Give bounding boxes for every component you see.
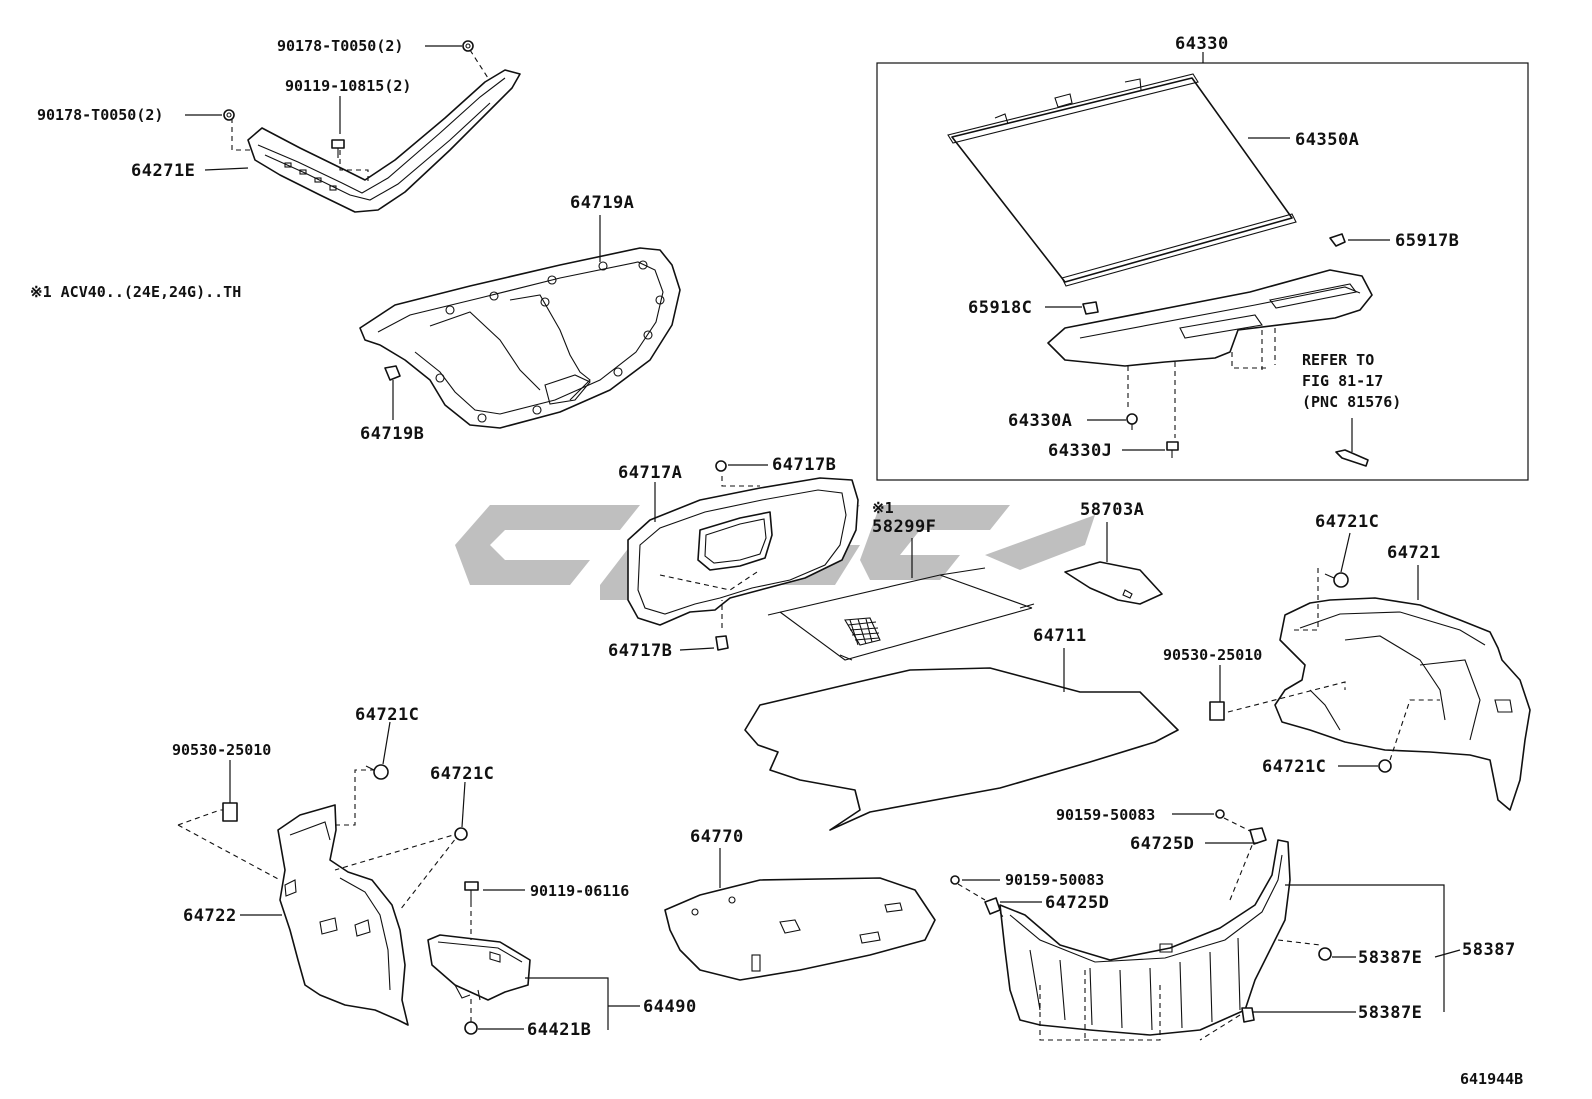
clip-64330a xyxy=(1126,413,1138,430)
part-64717a-rear-trim xyxy=(627,476,859,628)
part-64719a-luggage-lid-trim xyxy=(359,247,681,429)
part-64271e-lid-weatherstrip xyxy=(231,49,521,213)
part-64350a-roller-shade xyxy=(947,73,1297,287)
label-64350a: 64350A xyxy=(1295,130,1359,150)
clip-90530-left xyxy=(222,802,238,822)
label-58299f: 58299F xyxy=(872,517,936,537)
label-64490: 64490 xyxy=(643,997,697,1017)
label-64721c-right-bot: 64721C xyxy=(1262,757,1326,777)
clip-64725d-a xyxy=(1249,827,1267,845)
clip-90178-left xyxy=(223,109,235,121)
part-package-tray-board xyxy=(1047,269,1373,438)
part-refer-clip xyxy=(1335,449,1369,467)
label-64330j: 64330J xyxy=(1048,441,1112,461)
clip-64330j xyxy=(1166,441,1179,458)
label-64330: 64330 xyxy=(1175,34,1229,54)
label-90530-right: 90530-25010 xyxy=(1163,646,1262,664)
clip-64725d-b xyxy=(984,897,1001,915)
screw-90119-10815 xyxy=(331,139,345,158)
clip-58387e-a xyxy=(1318,947,1332,961)
label-65918c: 65918C xyxy=(968,298,1032,318)
clip-90530-right xyxy=(1209,701,1225,721)
label-90178-t0050-left: 90178-T0050(2) xyxy=(37,106,163,124)
label-figure-number: 641944B xyxy=(1460,1070,1523,1088)
label-64719a: 64719A xyxy=(570,193,634,213)
label-58387e-b: 58387E xyxy=(1358,1003,1422,1023)
label-58387e-a: 58387E xyxy=(1358,948,1422,968)
clip-64721c-left-1 xyxy=(365,764,389,780)
clip-64721c-right-top xyxy=(1324,572,1349,588)
label-90159-50083-a: 90159-50083 xyxy=(1056,806,1155,824)
label-64717b-bottom: 64717B xyxy=(608,641,672,661)
label-64725d-a: 64725D xyxy=(1130,834,1194,854)
label-90178-t0050-top: 90178-T0050(2) xyxy=(277,37,403,55)
box-64330-package-tray-assy xyxy=(876,52,1529,481)
clip-65917b xyxy=(1329,233,1346,247)
label-64330a: 64330A xyxy=(1008,411,1072,431)
label-64721c-left-2: 64721C xyxy=(430,764,494,784)
label-65917b: 65917B xyxy=(1395,231,1459,251)
label-note-acv40: ※1 ACV40..(24E,24G)..TH xyxy=(30,283,241,301)
label-64421b: 64421B xyxy=(527,1020,591,1040)
label-64721: 64721 xyxy=(1387,543,1441,563)
label-64725d-b: 64725D xyxy=(1045,893,1109,913)
label-refer-pnc: (PNC 81576) xyxy=(1302,393,1401,411)
part-64721-side-trim-right xyxy=(1227,568,1531,811)
label-64721c-left-1: 64721C xyxy=(355,705,419,725)
clip-64421b xyxy=(464,995,478,1035)
label-90159-50083-b: 90159-50083 xyxy=(1005,871,1104,889)
label-58703a: 58703A xyxy=(1080,500,1144,520)
part-64722-side-trim-left xyxy=(177,769,461,1026)
label-refer-to: REFER TO xyxy=(1302,351,1374,369)
label-64719b: 64719B xyxy=(360,424,424,444)
clip-64721c-left-2 xyxy=(454,827,468,841)
screw-90119-06116 xyxy=(464,881,479,940)
part-64490-luggage-box xyxy=(427,934,531,1001)
clip-64719b xyxy=(384,365,401,381)
clip-65918c xyxy=(1082,301,1099,315)
screw-90159-b xyxy=(950,875,986,901)
clip-64721c-right-bot xyxy=(1378,759,1392,773)
label-64717a: 64717A xyxy=(618,463,682,483)
label-58387: 58387 xyxy=(1462,940,1516,960)
part-64711-luggage-mat xyxy=(744,667,1179,831)
label-64711: 64711 xyxy=(1033,626,1087,646)
label-90119-06116: 90119-06116 xyxy=(530,882,629,900)
label-note-mark: ※1 xyxy=(872,499,894,517)
clip-90178-top xyxy=(462,40,474,52)
label-64717b-top: 64717B xyxy=(772,455,836,475)
label-64721c-right-top: 64721C xyxy=(1315,512,1379,532)
part-58703a-cover xyxy=(1064,561,1163,605)
clip-64717b-bottom xyxy=(715,635,729,651)
label-64770: 64770 xyxy=(690,827,744,847)
label-64271e: 64271E xyxy=(131,161,195,181)
label-refer-fig: FIG 81-17 xyxy=(1302,372,1383,390)
part-58387-rear-panel-trim xyxy=(994,837,1321,1041)
screw-90159-a xyxy=(1215,809,1253,833)
label-90530-left: 90530-25010 xyxy=(172,741,271,759)
part-58299f-luggage-net xyxy=(767,567,1035,661)
clip-58387e-b xyxy=(1241,1007,1255,1023)
label-64722: 64722 xyxy=(183,906,237,926)
part-64770-deck-board xyxy=(664,877,936,981)
clip-64717b-top xyxy=(715,460,727,472)
label-90119-10815: 90119-10815(2) xyxy=(285,77,411,95)
